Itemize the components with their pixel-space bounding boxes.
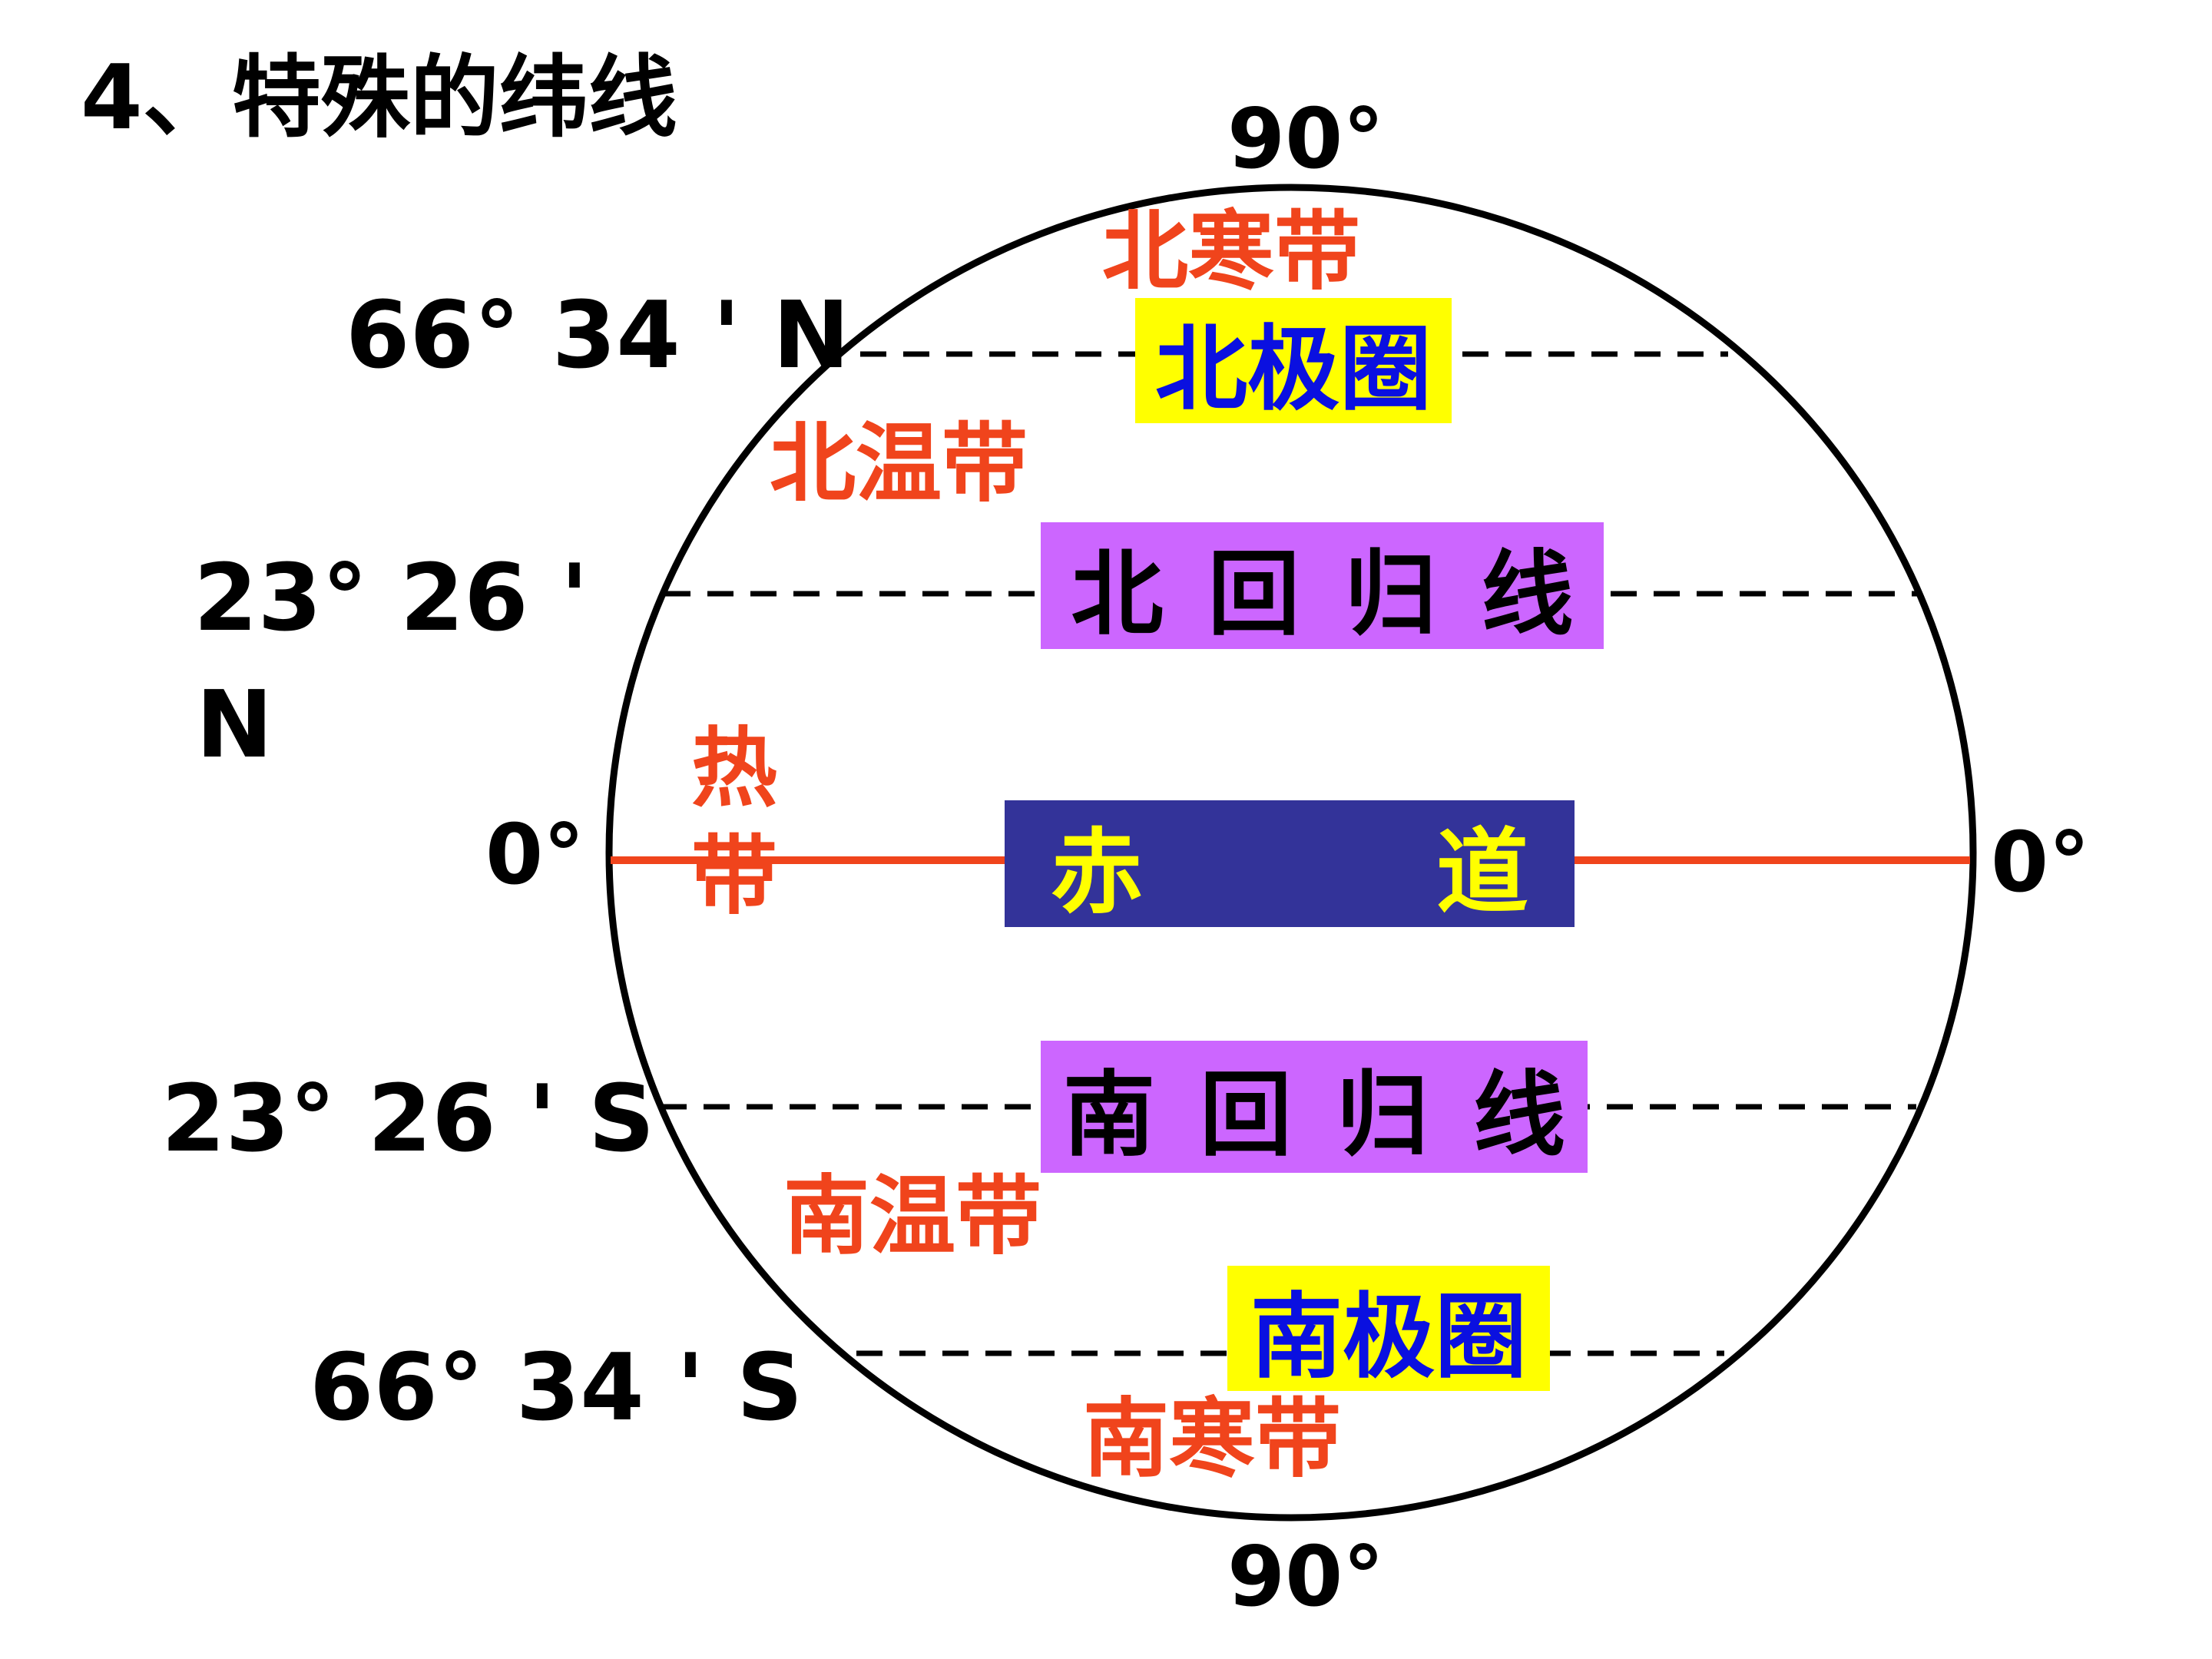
arctic-circle-label-box: 北极圈 [1135, 298, 1452, 423]
tropic-north-latitude-suffix: N [196, 672, 273, 779]
globe-circle [605, 184, 1977, 1522]
south-frigid-zone-label: 南寒带 [1083, 1389, 1341, 1489]
antarctic-latitude-label: 66° 34 ' S [310, 1335, 803, 1442]
tropic-south-latitude-label: 23° 26 ' S [161, 1066, 655, 1173]
equator-label-box: 赤 道 [1005, 800, 1575, 927]
north-frigid-zone-label: 北寒带 [1102, 202, 1360, 302]
right-equator-degree-label: 0° [1991, 815, 2091, 911]
left-equator-degree-label: 0° [485, 807, 585, 903]
page-title: 4、特殊的纬线 [81, 46, 677, 150]
equator-label-left: 赤 [1051, 819, 1143, 926]
tropic-north-latitude-label: 23° 26 ' [194, 545, 589, 652]
tropic-of-capricorn-label-box: 南回归线 [1041, 1041, 1588, 1173]
tropical-zone-label-bottom: 带 [691, 826, 777, 926]
tropical-zone-label-top: 热 [691, 719, 777, 819]
tropic-of-cancer-label-box: 北回归线 [1041, 522, 1604, 649]
north-temperate-zone-label: 北温带 [770, 414, 1028, 514]
south-temperate-zone-label: 南温带 [783, 1167, 1041, 1267]
equator-label-right: 道 [1436, 819, 1528, 926]
top-90-degree-label: 90° [1227, 91, 1385, 187]
bottom-90-degree-label: 90° [1227, 1529, 1385, 1625]
arctic-latitude-label: 66° 34 ' N [346, 283, 850, 389]
antarctic-circle-label-box: 南极圈 [1227, 1266, 1550, 1391]
